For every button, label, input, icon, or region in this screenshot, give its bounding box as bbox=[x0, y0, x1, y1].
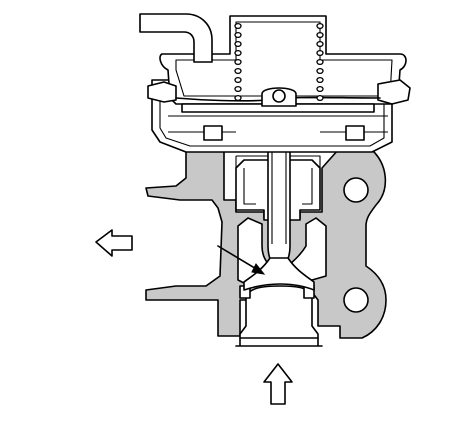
arrow-left-shape bbox=[95, 229, 133, 257]
seal-left bbox=[203, 125, 223, 141]
valve-head bbox=[243, 257, 315, 291]
valve-body-casting bbox=[145, 149, 387, 347]
arrow-up-icon bbox=[263, 363, 293, 405]
arrow-left-icon bbox=[95, 229, 133, 257]
spring-coil-left bbox=[234, 58, 242, 66]
spring-coil-left bbox=[234, 49, 242, 57]
spring-coil-left bbox=[234, 67, 242, 75]
spring-coil-left bbox=[234, 31, 242, 39]
spring-coil-left bbox=[234, 22, 242, 30]
upper-cover bbox=[159, 15, 407, 105]
spring-coil-left bbox=[234, 94, 242, 102]
vacuum-port-tube bbox=[139, 13, 213, 63]
diaphragm-plate bbox=[181, 103, 375, 113]
spring-coil-left bbox=[234, 40, 242, 48]
pointer-head bbox=[251, 263, 266, 275]
spring-coil-right bbox=[316, 85, 324, 93]
flange-crimp bbox=[147, 81, 177, 103]
spring-coil-right bbox=[316, 49, 324, 57]
spring-coil-left bbox=[234, 76, 242, 84]
valve-head-body bbox=[243, 257, 315, 291]
pointer-line bbox=[217, 245, 259, 271]
arrow-up-shape bbox=[263, 363, 293, 405]
stem-guide-inner bbox=[243, 168, 313, 205]
spring-coil-right bbox=[316, 58, 324, 66]
pointer-arrow-icon bbox=[217, 245, 266, 275]
spring-coil-right bbox=[316, 22, 324, 30]
mount-hole-upper bbox=[343, 177, 369, 203]
spring-coil-right bbox=[316, 67, 324, 75]
inlet-port bbox=[235, 337, 323, 347]
flow-passage bbox=[239, 285, 319, 339]
seal-right bbox=[345, 125, 365, 141]
diaphragm-housing bbox=[147, 15, 411, 153]
spring-coil-right bbox=[316, 40, 324, 48]
vacuum-tube-body bbox=[139, 13, 213, 63]
connector-pin bbox=[272, 89, 286, 103]
spring-coil-right bbox=[316, 94, 324, 102]
spring-coil-left bbox=[234, 85, 242, 93]
flange-crimp-right bbox=[377, 79, 411, 105]
mount-hole-lower bbox=[343, 287, 369, 313]
return-spring bbox=[234, 22, 324, 102]
spring-coil-right bbox=[316, 76, 324, 84]
spring-coil-right bbox=[316, 31, 324, 39]
